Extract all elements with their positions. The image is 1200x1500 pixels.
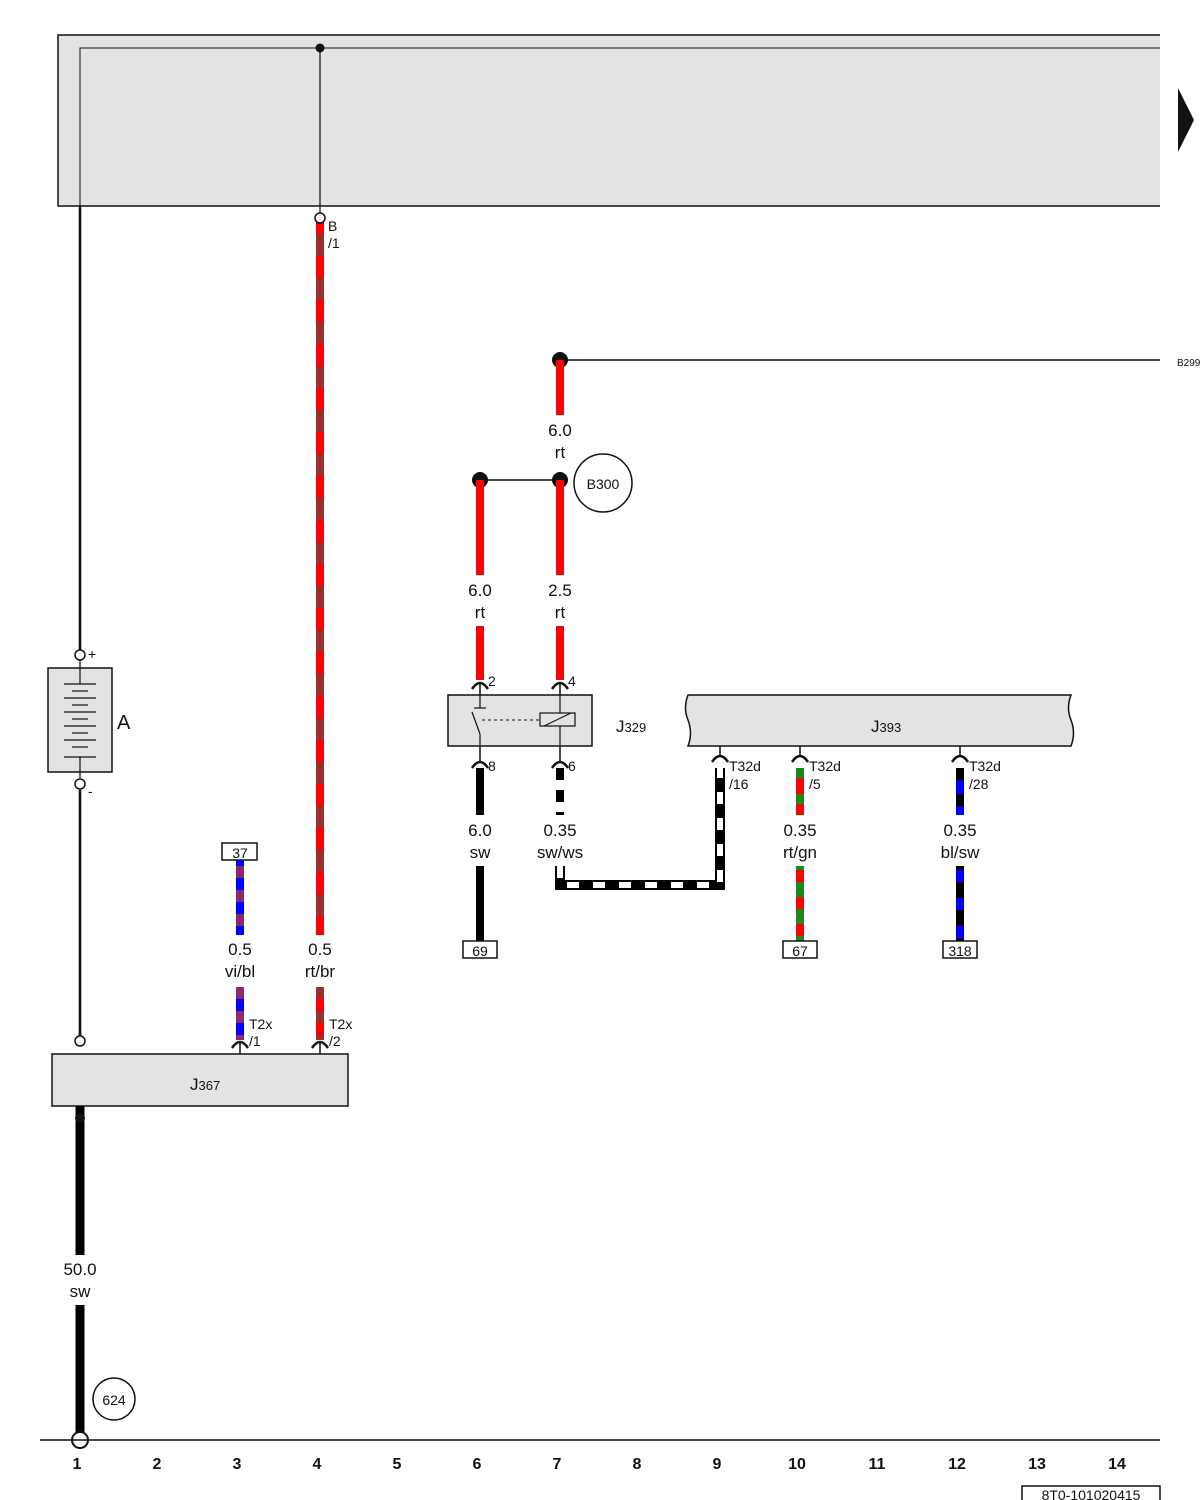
ref-67-label: 67 [792,943,808,959]
j329-pin8-connector-icon [470,760,490,769]
j367-label: J367 [190,1075,220,1094]
wire-blsw-color: bl/sw [941,843,980,862]
j329-label: J329 [616,717,646,736]
column-number: 11 [869,1456,886,1473]
battery-a [47,660,113,778]
column-numbers: 1 2 3 4 5 6 7 8 9 10 11 12 13 14 [73,1456,1126,1473]
column-number: 13 [1028,1456,1046,1473]
t32d5-label-a: T32d [809,758,841,774]
panel-junction-dot [315,43,325,53]
connector-b300-circle [573,453,633,513]
wire-mid-rt-color: rt [555,603,566,622]
j329-pin2-label: 2 [488,673,496,689]
ref-318-label: 318 [948,943,972,959]
column-number: 3 [233,1456,242,1473]
column-number: 9 [713,1456,722,1473]
wire-main-size: 50.0 [63,1260,96,1279]
t2x2-label-a: T2x [329,1016,352,1032]
t32d28-label-b: /28 [969,776,989,792]
wire-main-color: sw [70,1282,92,1301]
t32d16-connector-icon [710,754,730,763]
connector-624-circle [92,1377,136,1421]
battery-label: A [117,712,131,734]
t32d28-label-a: T32d [969,758,1001,774]
t32d28-connector-icon [950,754,970,763]
t32d5-label-b: /5 [809,776,821,792]
t32d16-label-b: /16 [729,776,749,792]
component-j393 [684,694,1075,747]
terminal-b1-label-a: B [328,218,337,234]
ref-69-box [462,940,498,959]
column-number: 10 [788,1456,806,1473]
relay-switch-icon [471,695,576,746]
top-panel [57,34,1169,207]
ref-318-box [942,940,978,959]
wire-vibl-color: vi/bl [225,962,255,981]
j329-pin6-connector-icon [550,760,570,769]
battery-minus-label: - [88,783,93,799]
column-number: 2 [153,1456,162,1473]
wire-left-rt-color: rt [475,603,486,622]
t32d5-connector-icon [790,754,810,763]
wire-top-rt-color: rt [555,443,566,462]
terminal-b1 [314,212,326,224]
column-number: 14 [1108,1456,1126,1473]
t2x2-label-b: /2 [329,1033,341,1049]
wire-swb-size: 6.0 [468,821,492,840]
wire-vibl-size: 0.5 [228,940,252,959]
column-number: 12 [948,1456,966,1473]
t2x1-label-a: T2x [249,1016,272,1032]
wire-mid-rt-size: 2.5 [548,581,572,600]
battery-minus-terminal [74,778,86,790]
t32d16-label-a: T32d [729,758,761,774]
wire-swws-route-stripe [557,768,723,888]
wire-swb-color: sw [470,843,492,862]
j329-pin4-label: 4 [568,673,576,689]
connector-b300-label: B300 [587,476,620,492]
t2x1-label-b: /1 [249,1033,261,1049]
wire-rtbr-color: rt/br [305,962,336,981]
wire-swws-size: 0.35 [543,821,576,840]
wire-blsw-size: 0.35 [943,821,976,840]
wire-rtgn-color: rt/gn [783,843,817,862]
wire-top-rt-size: 6.0 [548,421,572,440]
top-panel-inner-line [79,47,1160,206]
ref-69-label: 69 [472,943,488,959]
wire-swws-color: sw/ws [537,843,583,862]
column-number: 1 [73,1456,82,1473]
column-number: 6 [473,1456,482,1473]
connector-b299-label: B299 [1177,358,1200,369]
wire-rtbr-size: 0.5 [308,940,332,959]
battery-plus-label: + [88,646,96,662]
battery-plus-terminal [74,649,86,661]
j329-pin6-label: 6 [568,758,576,774]
ref-37-label: 37 [232,845,248,861]
ref-67-box [782,940,818,959]
column-number: 4 [313,1456,322,1473]
component-j367 [51,1053,349,1107]
column-number: 7 [553,1456,562,1473]
doc-number-box [1021,1485,1161,1500]
connector-624-label: 624 [102,1392,126,1408]
wire-rtgn-size: 0.35 [783,821,816,840]
terminal-b1-label-b: /1 [328,235,340,251]
column-number: 8 [633,1456,642,1473]
j393-label: J393 [871,717,901,736]
column-number: 5 [393,1456,402,1473]
continuation-arrow-icon [1178,88,1194,152]
wire-left-rt-size: 6.0 [468,581,492,600]
doc-number: 8T0-101020415 [1042,1487,1141,1500]
wire-swws-route-outline [555,768,725,890]
j329-pin8-label: 8 [488,758,496,774]
main-junction-dot [75,1113,85,1123]
j367-ground-terminal [74,1035,86,1047]
